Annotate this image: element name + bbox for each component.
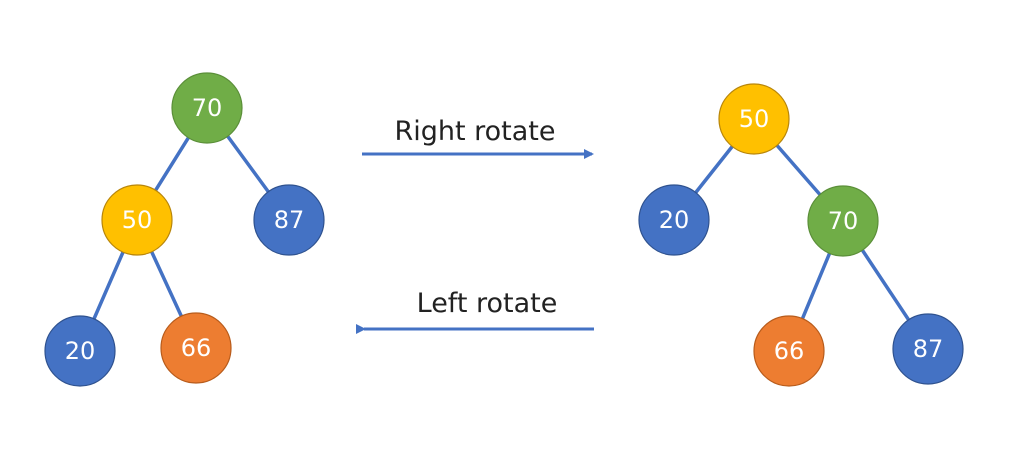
left-rotate-label: Left rotate bbox=[417, 288, 558, 319]
left-tree-edge-50-20 bbox=[91, 248, 126, 323]
right-tree-edge-70-87 bbox=[859, 246, 912, 324]
node-label: 50 bbox=[739, 105, 770, 133]
node-circle bbox=[101, 184, 173, 256]
right-tree-edge-50-20 bbox=[692, 143, 736, 196]
right-tree: 50 20 70 66 87 bbox=[638, 83, 964, 387]
right-tree-node-20: 20 bbox=[638, 184, 710, 256]
node-label: 87 bbox=[274, 206, 305, 234]
left-tree-node-87: 87 bbox=[253, 184, 325, 256]
right-rotate-label: Right rotate bbox=[394, 116, 555, 147]
node-circle bbox=[718, 83, 790, 155]
node-label: 66 bbox=[774, 337, 805, 365]
node-label: 20 bbox=[65, 337, 96, 365]
node-circle bbox=[44, 315, 116, 387]
node-label: 66 bbox=[181, 334, 212, 362]
node-circle bbox=[638, 184, 710, 256]
left-tree-edge-70-87 bbox=[224, 132, 272, 196]
node-label: 50 bbox=[122, 206, 153, 234]
node-circle bbox=[807, 185, 879, 257]
right-tree-node-66: 66 bbox=[753, 315, 825, 387]
node-label: 70 bbox=[192, 94, 223, 122]
left-tree-node-70: 70 bbox=[171, 72, 243, 144]
left-tree-node-50: 50 bbox=[101, 184, 173, 256]
node-label: 70 bbox=[828, 207, 859, 235]
right-rotate-arrow: Right rotate bbox=[362, 116, 594, 159]
right-tree-node-70: 70 bbox=[807, 185, 879, 257]
left-tree-edge-50-66 bbox=[149, 248, 184, 320]
node-circle bbox=[253, 184, 325, 256]
node-label: 20 bbox=[659, 206, 690, 234]
node-circle bbox=[753, 315, 825, 387]
right-tree-node-50: 50 bbox=[718, 83, 790, 155]
node-circle bbox=[892, 313, 964, 385]
right-tree-edge-70-66 bbox=[799, 249, 833, 323]
right-tree-node-87: 87 bbox=[892, 313, 964, 385]
left-tree-edge-70-50 bbox=[152, 134, 192, 194]
left-tree-node-66: 66 bbox=[160, 312, 232, 384]
right-tree-edge-50-70 bbox=[773, 142, 824, 198]
left-rotate-arrow: Left rotate bbox=[356, 288, 594, 334]
left-tree: 70 50 87 20 66 bbox=[44, 72, 325, 387]
left-tree-node-20: 20 bbox=[44, 315, 116, 387]
node-circle bbox=[171, 72, 243, 144]
node-label: 87 bbox=[913, 335, 944, 363]
node-circle bbox=[160, 312, 232, 384]
